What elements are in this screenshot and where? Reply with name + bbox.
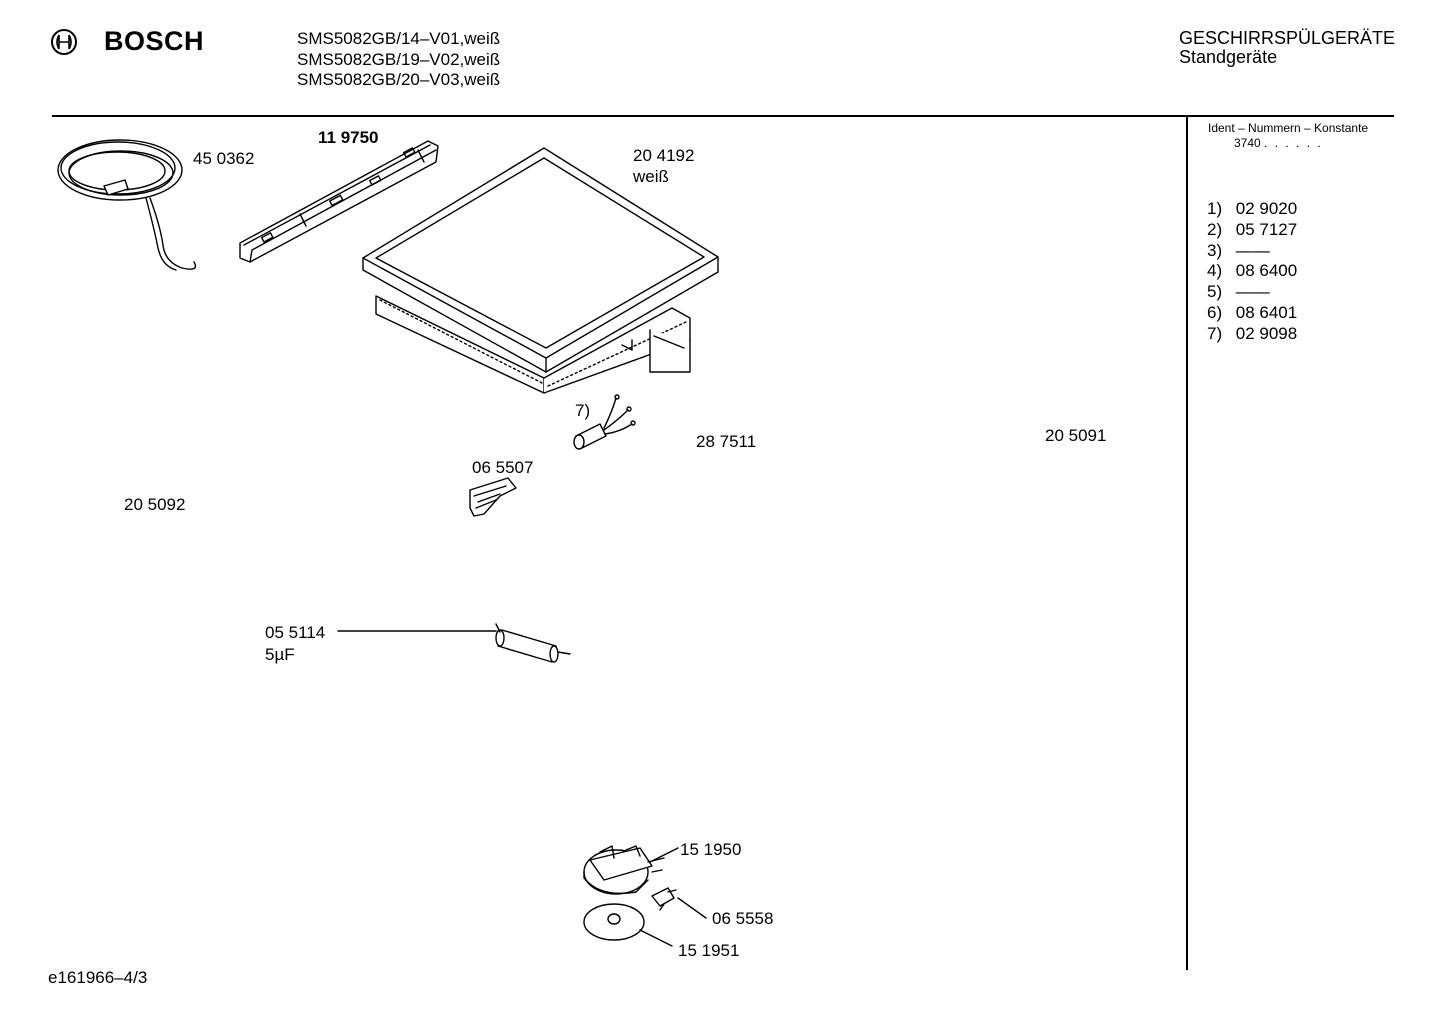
label-plug: 06 5558 <box>712 909 774 928</box>
power-cable-drawing <box>57 139 197 271</box>
capacitor-drawing <box>337 623 571 663</box>
list-item: 3) —— <box>1207 240 1270 260</box>
list-item: 5) —— <box>1207 282 1270 302</box>
category-title: GESCHIRRSPÜLGERÄTE <box>1179 28 1396 48</box>
ident-title: Ident – Nummern – Konstante <box>1208 121 1369 135</box>
model-line: SMS5082GB/20–V03,weiß <box>297 70 501 89</box>
label-pump-housing: 15 1950 <box>680 840 742 859</box>
label-205091: 20 5091 <box>1045 426 1107 445</box>
label-capacitor: 05 5114 <box>265 623 326 642</box>
label-disc: 15 1951 <box>678 941 740 960</box>
model-line: SMS5082GB/14–V01,weiß <box>297 29 501 48</box>
label-cable: 45 0362 <box>193 149 255 168</box>
document-id: e161966–4/3 <box>48 968 148 987</box>
category-subtitle: Standgeräte <box>1179 47 1278 67</box>
mounting-rail-drawing <box>239 140 439 263</box>
ident-block: Ident – Nummern – Konstante 3740 . . . .… <box>1208 121 1368 151</box>
label-top-panel-color: weiß <box>633 167 669 186</box>
model-list: SMS5082GB/14–V01,weiß SMS5082GB/19–V02,w… <box>297 29 500 91</box>
sidebar-divider <box>1186 116 1188 970</box>
label-suppressor: 28 7511 <box>696 432 757 451</box>
list-item: 7) 02 9098 <box>1207 323 1298 343</box>
label-capacitor-value: 5µF <box>265 645 295 664</box>
label-rail: 11 9750 <box>318 128 379 147</box>
ident-value: 3740 <box>1234 136 1261 150</box>
category-heading: GESCHIRRSPÜLGERÄTE Standgeräte <box>1179 29 1395 67</box>
ident-dots: . . . . . . <box>1264 136 1323 150</box>
header-divider <box>52 115 1394 117</box>
constants-list: 1) 02 9020 2) 05 7127 3) —— 4) 08 6400 5… <box>1207 199 1297 345</box>
brand-name: BOSCH <box>104 26 205 56</box>
label-top-panel: 20 4192 <box>633 146 695 165</box>
list-item: 1) 02 9020 <box>1207 199 1298 218</box>
label-clip: 06 5507 <box>472 458 534 477</box>
label-marker-7: 7) <box>575 401 591 420</box>
bosch-logo-icon <box>51 29 77 55</box>
list-item: 4) 08 6400 <box>1207 261 1298 281</box>
disc-drawing <box>583 903 673 947</box>
list-item: 6) 08 6401 <box>1207 302 1298 322</box>
suppressor-drawing <box>573 394 636 450</box>
worktop-panel-drawing <box>362 147 719 394</box>
list-item: 2) 05 7127 <box>1207 219 1298 239</box>
clip-drawing <box>469 477 517 517</box>
pump-housing-drawing <box>583 845 679 895</box>
plug-drawing <box>651 887 707 919</box>
label-205092: 20 5092 <box>124 495 186 514</box>
model-line: SMS5082GB/19–V02,weiß <box>297 49 501 69</box>
